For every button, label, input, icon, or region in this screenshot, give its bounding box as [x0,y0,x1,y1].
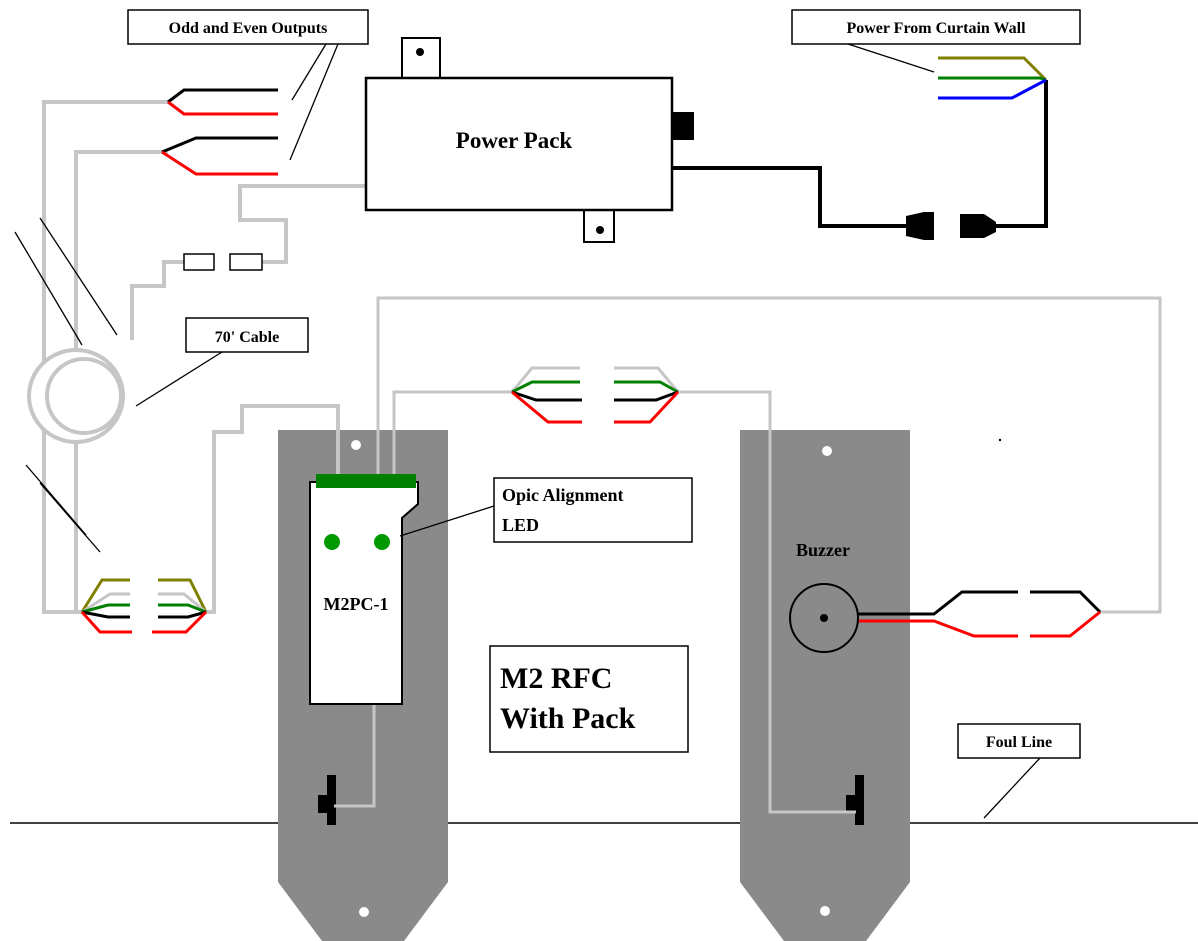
svg-text:Foul Line: Foul Line [986,734,1052,751]
alignment-led-right [374,534,390,550]
title-box: M2 RFC With Pack [489,645,689,753]
power-pack-label: Power Pack [456,128,573,153]
power-pack-tab-hole [416,48,424,56]
callout-power-from-curtain-wall: Power From Curtain Wall [791,9,1081,73]
m2pc1-sensor: M2PC-1 [309,474,419,705]
m2pc1-body [309,481,419,705]
plug-right [960,214,996,238]
svg-text:LED: LED [502,515,539,535]
svg-text:With Pack: With Pack [500,702,636,735]
power-pack-tab-top [401,37,441,81]
callout-foul-line: Foul Line [957,723,1081,819]
right-mounting-plate [740,430,910,941]
fuse-holder [183,253,263,271]
callout-opic-alignment-led: Opic Alignment LED [399,477,693,543]
power-pack: Power Pack [364,37,694,243]
callout-70-cable: 70' Cable [135,317,309,407]
buzzer-connector [858,590,1102,638]
plate-hole-top [351,440,361,450]
left-plate-bolt [318,775,336,825]
alignment-led-left [324,534,340,550]
power-pack-side-block [670,112,694,140]
buzzer-center [820,614,828,622]
svg-text:Power From Curtain Wall: Power From Curtain Wall [846,20,1026,37]
plate-hole-bottom [820,906,830,916]
power-pack-tab-hole [596,226,604,234]
cable-coil [27,348,125,444]
svg-text:70' Cable: 70' Cable [215,329,279,346]
plate-hole-top [822,446,832,456]
plug-left [906,212,934,240]
gray-cabling [42,100,1162,814]
svg-text:Odd and Even Outputs: Odd and Even Outputs [169,20,328,37]
power-cord [672,80,1048,240]
power-pack-body [364,76,674,212]
buzzer-label: Buzzer [796,540,850,560]
curtain-wall-wires [938,56,1048,100]
svg-text:M2 RFC: M2 RFC [500,662,612,695]
buzzer: Buzzer [789,540,859,653]
output-connector-1 [167,88,278,116]
stray-dot [998,438,1002,442]
lower-left-connector [80,578,208,634]
plate-hole-bottom [359,907,369,917]
svg-text:Opic Alignment: Opic Alignment [502,485,624,505]
right-plate-bolt [846,775,864,825]
sensor-green-bar [316,474,416,488]
middle-connector [510,366,680,424]
buzzer-body [789,583,859,653]
cable-break-marks [14,217,118,553]
output-connector-2 [161,136,278,176]
power-pack-tab-bottom [583,207,615,243]
m2pc1-label: M2PC-1 [324,594,389,614]
callout-odd-even-outputs: Odd and Even Outputs [127,9,369,161]
